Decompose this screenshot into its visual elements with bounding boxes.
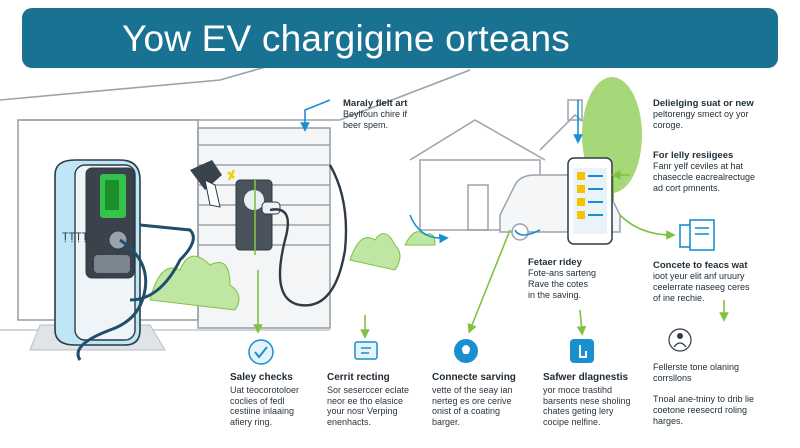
wall-charger[interactable] <box>235 179 281 251</box>
step-title-safwer-dlagnestis: Safwer dlagnestis <box>543 372 629 383</box>
monitor-icon <box>354 341 378 360</box>
callout-right-mid: For lelly resiigees Fanr yelf ceviles at… <box>653 150 756 193</box>
documents-icon <box>679 219 715 251</box>
hand-plug-icon <box>190 160 222 190</box>
callout-bottom-right-2: Tnoal ane-tniny to drib lie coetone rees… <box>653 394 755 426</box>
hand-icon <box>204 179 221 208</box>
page-title: Yow EV chargigine orteans <box>122 18 570 59</box>
step-desc-connecte-sarving: vette of the seay ian nerteg es ore ceri… <box>432 385 513 427</box>
step-desc-safwer-dlagnestis: yor moce trastihd barsents nese sholing … <box>543 385 631 427</box>
charging-cable <box>76 238 148 361</box>
spark-icon <box>227 169 236 181</box>
charging-station[interactable] <box>54 159 141 346</box>
callout-right-lower: Concete to feacs wat ioot yeur elit anf … <box>653 260 750 303</box>
step-title-cerrit-recting: Cerrit recting <box>327 372 390 383</box>
callout-bottom-right: Fellerste tone olaning corrsllons <box>653 362 740 383</box>
person-icon <box>668 328 692 352</box>
step-title-safety-checks: Saley checks <box>230 372 293 383</box>
step-desc-cerrit-recting: Sor seserccer eclate neor ee tho elasice… <box>327 385 410 427</box>
callout-center: Fetaer ridey Fote-ans sarteng Rave the c… <box>528 257 597 300</box>
shrubs <box>149 231 436 311</box>
callout-top-right: Delielging suat or new peltorengy smect … <box>653 98 754 130</box>
cable-loop <box>129 223 195 302</box>
step-title-connecte-sarving: Connecte sarving <box>432 372 516 383</box>
smartphone[interactable] <box>567 157 613 245</box>
hand-check-icon <box>248 339 274 365</box>
connector-lines <box>253 99 729 339</box>
callout-top-left: Maraly flelt art Beylfoun chire if beer … <box>343 98 408 130</box>
wall-cable <box>269 164 348 307</box>
step-desc-safety-checks: Uat teocorotoloer coclies of fedl cestii… <box>230 385 300 427</box>
station-side-label: ȚȚȚȚ <box>62 232 89 244</box>
hand-touch-icon <box>570 339 594 363</box>
title-banner: Yow EV chargigine orteans <box>22 8 778 68</box>
bulb-icon <box>454 339 478 363</box>
